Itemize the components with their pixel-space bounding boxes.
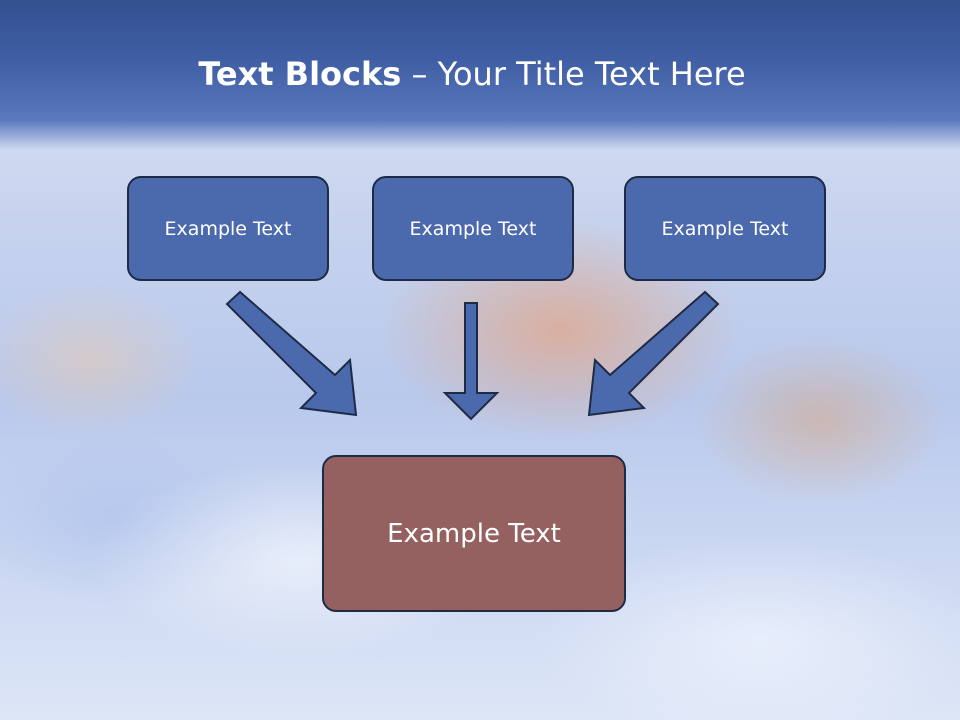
text-block-right: Example Text (624, 176, 826, 281)
text-block-result: Example Text (322, 455, 626, 612)
text-block-center: Example Text (372, 176, 574, 281)
text-block-left: Example Text (127, 176, 329, 281)
title-bar (0, 0, 960, 150)
title-rest: Your Title Text Here (437, 55, 746, 93)
title-dash: – (401, 55, 438, 93)
title-bold: Text Blocks (198, 55, 402, 93)
arrow-center-down (442, 302, 500, 421)
slide-title: Text Blocks – Your Title Text Here (0, 54, 944, 94)
arrow-left-diagonal (225, 290, 358, 417)
arrow-right-diagonal (587, 290, 720, 417)
